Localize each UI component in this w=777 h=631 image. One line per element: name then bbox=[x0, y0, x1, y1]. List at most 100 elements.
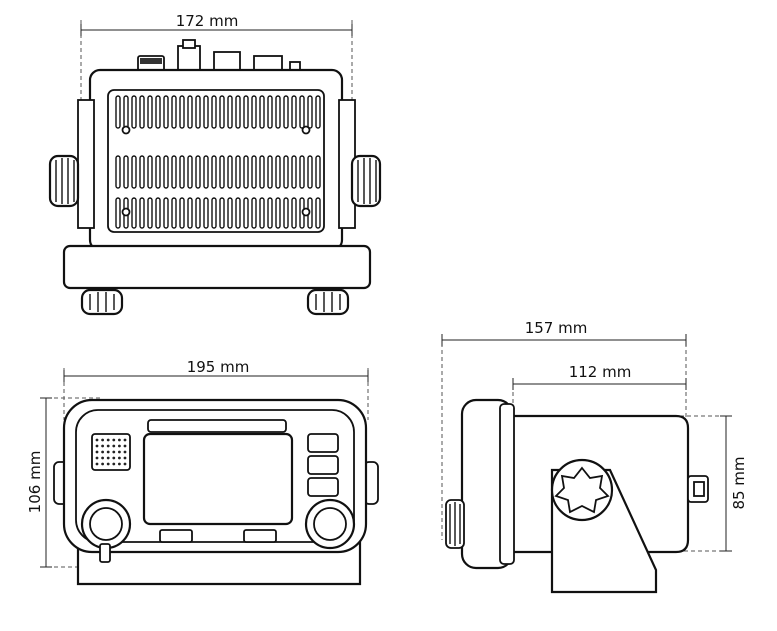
heat-sink-fin bbox=[115, 197, 121, 229]
heat-sink-fin bbox=[235, 197, 241, 229]
heat-sink-fin bbox=[291, 155, 297, 189]
heat-sink-fin bbox=[267, 155, 273, 189]
heat-sink-fin bbox=[259, 155, 265, 189]
heat-sink-fin bbox=[179, 155, 185, 189]
front-view: 195 mm 106 mm bbox=[26, 358, 379, 586]
button-1 bbox=[307, 433, 339, 453]
heat-sink-fin bbox=[283, 95, 289, 129]
heat-sink-fin bbox=[219, 95, 225, 129]
dimension-label-112: 112 mm bbox=[569, 363, 632, 381]
heat-sink-fin bbox=[187, 95, 193, 129]
heat-sink-fin bbox=[243, 155, 249, 189]
heat-sink-fin bbox=[187, 197, 193, 229]
speaker-hole bbox=[118, 462, 121, 466]
heat-sink-fin bbox=[219, 197, 225, 229]
speaker-hole bbox=[123, 462, 127, 466]
dimension-side-body: 112 mm bbox=[512, 363, 687, 414]
speaker-hole bbox=[106, 438, 110, 442]
dimension-label-195: 195 mm bbox=[187, 358, 250, 376]
heat-sink-fin bbox=[315, 197, 321, 229]
heat-sink-fin bbox=[243, 95, 249, 129]
rear-bracket-left bbox=[77, 99, 95, 229]
heat-sink-fin bbox=[163, 95, 169, 129]
heat-sink-fin bbox=[283, 197, 289, 229]
heat-sink-fin bbox=[131, 197, 137, 229]
speaker-hole bbox=[123, 444, 127, 448]
heat-sink-fin bbox=[275, 155, 281, 189]
heat-sink-fin bbox=[235, 155, 241, 189]
speaker-hole bbox=[95, 462, 99, 466]
heat-sink-fin bbox=[299, 95, 305, 129]
heat-sink-fin bbox=[227, 197, 233, 229]
heat-sink-fin bbox=[115, 155, 121, 189]
dimension-front-width: 195 mm bbox=[63, 358, 369, 420]
heat-sink-fin bbox=[283, 155, 289, 189]
heat-sink-fin bbox=[171, 155, 177, 189]
heat-sink-fin bbox=[131, 95, 137, 129]
speaker-hole bbox=[101, 444, 104, 448]
heat-sink-fin bbox=[139, 197, 145, 229]
dimension-label-172: 172 mm bbox=[176, 12, 239, 30]
heat-sink-fin bbox=[291, 197, 297, 229]
heat-sink-fin bbox=[259, 95, 265, 129]
heat-sink-fin bbox=[235, 95, 241, 129]
speaker-hole bbox=[112, 438, 116, 442]
heat-sink-fin bbox=[307, 95, 313, 129]
heat-sink-fin bbox=[163, 155, 169, 189]
heat-sink-fin bbox=[171, 95, 177, 129]
heat-sink-fin bbox=[243, 197, 249, 229]
speaker-hole bbox=[106, 456, 110, 460]
speaker-hole bbox=[101, 438, 104, 442]
heat-sink-fin bbox=[179, 197, 185, 229]
heat-sink-fin bbox=[275, 95, 281, 129]
display-screen bbox=[142, 432, 294, 526]
heat-sink-fin bbox=[139, 155, 145, 189]
rear-foot-left bbox=[80, 288, 124, 316]
heat-sink-fin bbox=[251, 197, 257, 229]
heat-sink-fin bbox=[179, 95, 185, 129]
speaker-holes bbox=[95, 438, 127, 466]
heat-sink-fin bbox=[203, 197, 209, 229]
heat-sink-fin bbox=[163, 197, 169, 229]
heat-sink-fin bbox=[155, 155, 161, 189]
speaker-hole bbox=[118, 450, 121, 454]
dimension-label-157: 157 mm bbox=[525, 319, 588, 337]
heat-sink-fin bbox=[195, 155, 201, 189]
heat-sink-fin bbox=[307, 155, 313, 189]
heat-sink-fin bbox=[251, 95, 257, 129]
dimension-side-depth: 157 mm bbox=[441, 319, 687, 540]
heat-sink-fins bbox=[115, 95, 321, 229]
heat-sink-fin bbox=[195, 197, 201, 229]
heat-sink-fin bbox=[315, 155, 321, 189]
heat-sink-fin bbox=[211, 197, 217, 229]
speaker-hole bbox=[101, 456, 104, 460]
heat-sink-fin bbox=[139, 95, 145, 129]
speaker-hole bbox=[123, 438, 127, 442]
heat-sink-fin bbox=[147, 95, 153, 129]
speaker-hole bbox=[118, 456, 121, 460]
speaker-hole bbox=[106, 444, 110, 448]
heat-sink-fin bbox=[155, 95, 161, 129]
heat-sink-fin bbox=[147, 197, 153, 229]
rear-base bbox=[62, 244, 372, 290]
rear-knob-left bbox=[48, 154, 80, 208]
heat-sink-fin bbox=[275, 197, 281, 229]
heat-sink-fin bbox=[203, 155, 209, 189]
speaker-hole bbox=[118, 444, 121, 448]
heat-sink-fin bbox=[131, 155, 137, 189]
heat-sink-fin bbox=[299, 155, 305, 189]
heat-sink-fin bbox=[147, 155, 153, 189]
rear-foot-right bbox=[306, 288, 350, 316]
speaker-hole bbox=[95, 450, 99, 454]
heat-sink-fin bbox=[267, 197, 273, 229]
heat-sink-fin bbox=[211, 155, 217, 189]
heat-sink-fin bbox=[315, 95, 321, 129]
speaker-hole bbox=[123, 450, 127, 454]
heat-sink-fin bbox=[211, 95, 217, 129]
button-3 bbox=[307, 477, 339, 497]
speaker-hole bbox=[95, 456, 99, 460]
side-view: 157 mm 112 mm 85 mm bbox=[441, 319, 748, 594]
button-2 bbox=[307, 455, 339, 475]
heat-sink-fin bbox=[203, 95, 209, 129]
